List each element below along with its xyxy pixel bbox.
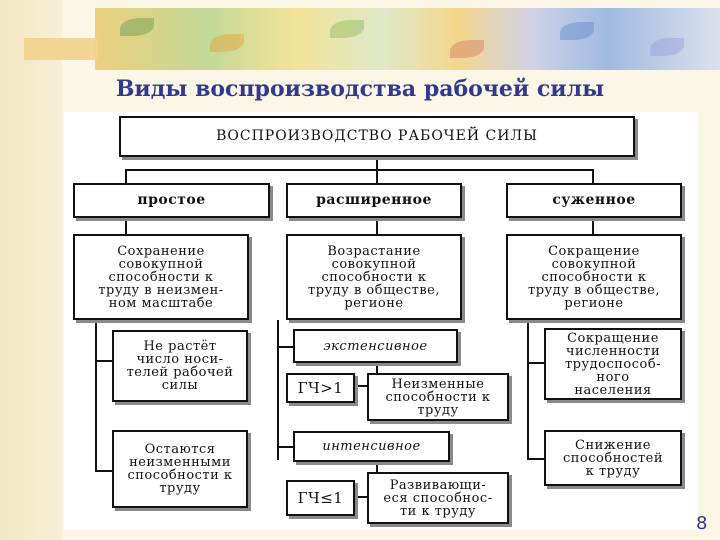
connector-line: [277, 346, 293, 348]
connector-line: [376, 157, 378, 169]
simple-description-box: Сохранение совокупной способности к труд…: [73, 234, 249, 320]
connector-line: [527, 362, 544, 364]
connector-line: [376, 363, 378, 373]
intensive-result-box: Развивающи- еся способнос- ти к труду: [367, 472, 509, 524]
extensive-formula-box: ГЧ>1: [286, 373, 355, 403]
connector-line: [125, 169, 594, 171]
narrowed-item-box: Снижение способностей к труду: [544, 430, 682, 486]
slide-number: 8: [696, 513, 708, 534]
slide-title: Виды воспроизводства рабочей силы: [115, 76, 605, 102]
connector-line: [125, 169, 127, 183]
connector-line: [527, 458, 544, 460]
simple-item-box: Не растёт число носи- телей рабочей силы: [112, 330, 248, 402]
connector-line: [95, 470, 112, 472]
connector-line: [125, 218, 127, 234]
leaf-decor: [210, 34, 244, 52]
connector-line: [95, 320, 97, 472]
type-expanded-box: расширенное: [286, 183, 462, 218]
decorative-banner-corner: [24, 38, 98, 60]
connector-line: [355, 385, 367, 387]
intensive-formula-box: ГЧ≤1: [286, 480, 355, 516]
leaf-decor: [560, 22, 594, 40]
type-narrowed-box: суженное: [506, 183, 682, 218]
connector-line: [277, 446, 293, 448]
connector-line: [376, 169, 378, 183]
extensive-result-box: Неизменные способности к труду: [367, 373, 509, 421]
connector-line: [592, 218, 594, 234]
type-simple-box: простое: [73, 183, 270, 218]
decorative-banner: [95, 8, 720, 70]
leaf-decor: [330, 20, 364, 38]
expanded-description-box: Возрастание совокупной способности к тру…: [286, 234, 462, 320]
leaf-decor: [450, 40, 484, 58]
connector-line: [277, 320, 279, 460]
leaf-decor: [120, 18, 154, 36]
connector-line: [527, 320, 529, 460]
leaf-decor: [650, 38, 684, 56]
connector-line: [376, 218, 378, 234]
extensive-box: экстенсивное: [293, 329, 458, 363]
narrowed-item-box: Сокращение численности трудоспособ- ного…: [544, 328, 682, 400]
connector-line: [376, 462, 378, 476]
connector-line: [95, 360, 112, 362]
connector-line: [592, 169, 594, 183]
connector-line: [355, 496, 367, 498]
narrowed-description-box: Сокращение совокупной способности к труд…: [506, 234, 682, 320]
simple-item-box: Остаются неизменными способности к труду: [112, 430, 248, 508]
left-decor-bar: [0, 0, 62, 540]
intensive-box: интенсивное: [293, 431, 450, 462]
root-box: ВОСПРОИЗВОДСТВО РАБОЧЕЙ СИЛЫ: [119, 116, 635, 157]
